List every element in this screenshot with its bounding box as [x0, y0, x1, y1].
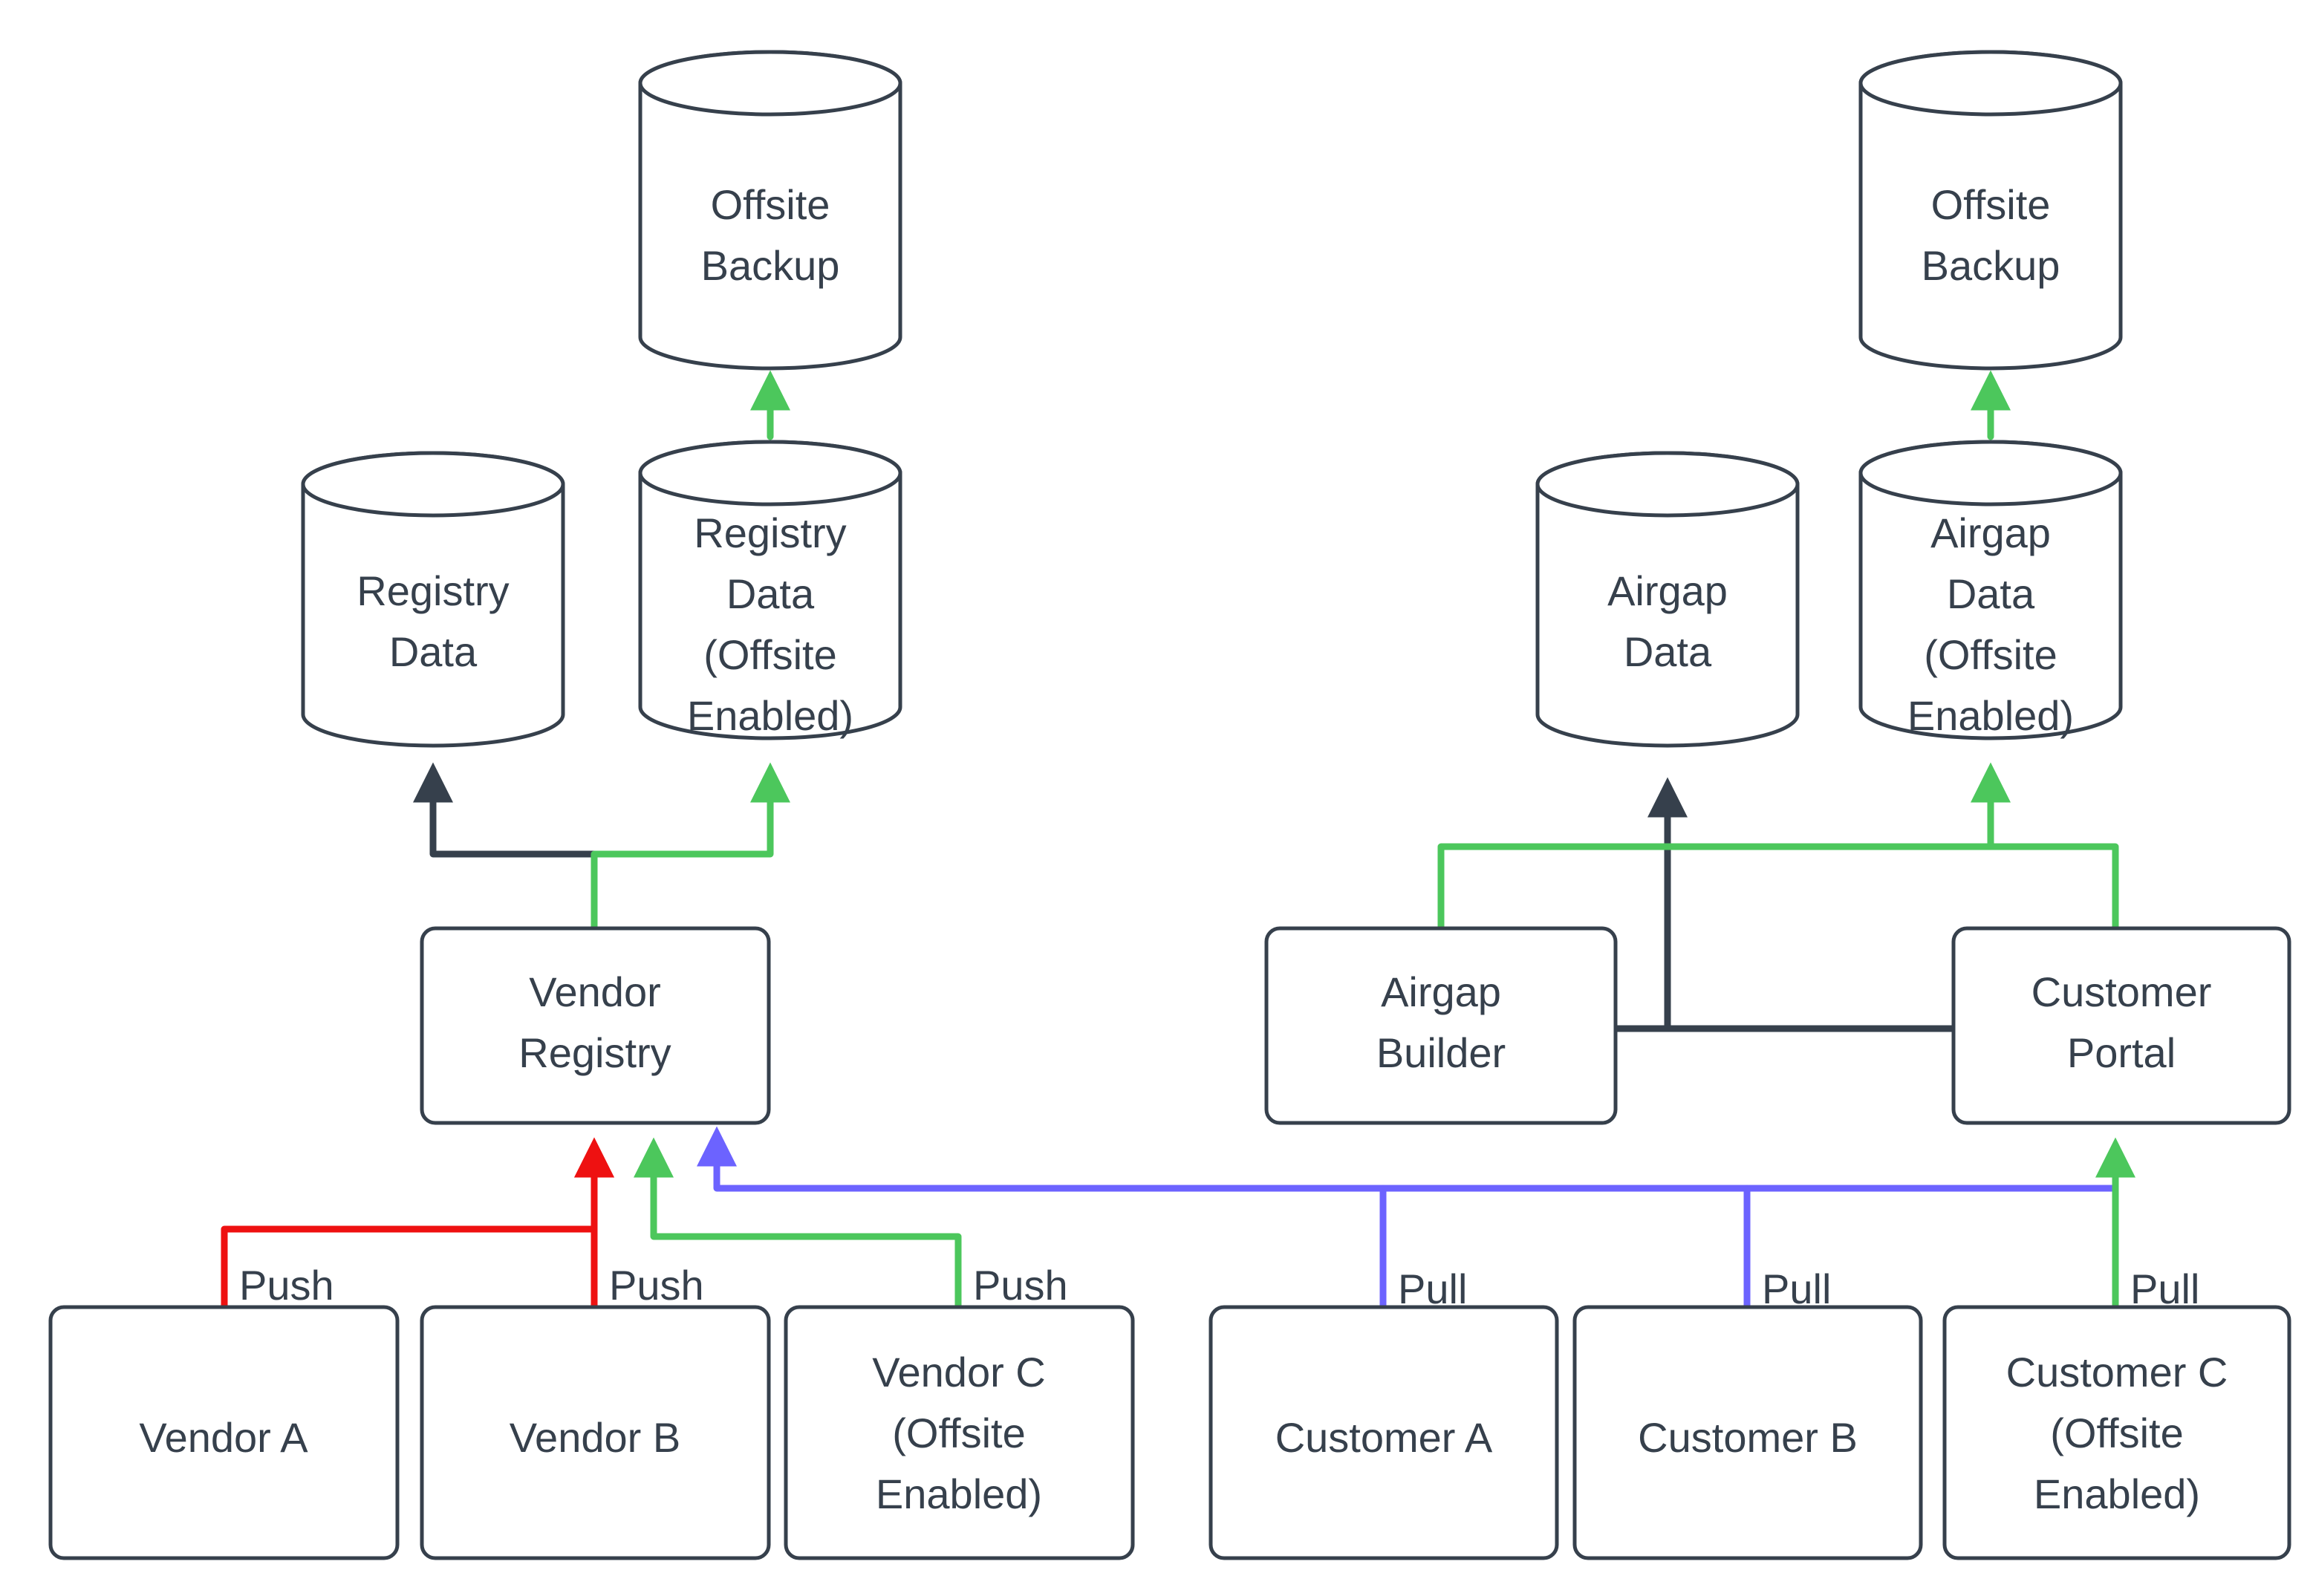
- node-customer-portal: Customer Portal: [1951, 926, 2291, 1125]
- node-airgap-data-offsite: Airgap Data (Offsite Enabled): [1858, 440, 2123, 740]
- node-label-line: (Offsite: [2050, 1410, 2183, 1456]
- edge-label-vendor-a-push: Push: [239, 1262, 334, 1309]
- node-label-line: (Offsite: [892, 1410, 1025, 1456]
- node-label-line: Registry: [357, 567, 509, 614]
- node-label-line: Customer: [2031, 968, 2212, 1015]
- node-label-line: Vendor: [529, 968, 661, 1015]
- edge-customer-portal-to-vendor-registry: [697, 1126, 2119, 1192]
- edge-customer-portal-to-airgap-data: [1647, 777, 1957, 1032]
- node-label-line: Vendor C: [872, 1349, 1046, 1395]
- node-label-line: Airgap: [1607, 567, 1728, 614]
- edge-vendor-c-push: [634, 1137, 962, 1311]
- node-label-line: Builder: [1376, 1029, 1506, 1076]
- node-label-line: Airgap: [1381, 968, 1501, 1015]
- node-label-line: Customer A: [1275, 1414, 1493, 1461]
- edge-label-customer-c-pull: Pull: [2130, 1266, 2199, 1312]
- node-label-line: Enabled): [876, 1470, 1042, 1517]
- node-offsite-backup-right: Offsite Backup: [1858, 50, 2123, 371]
- node-customer-c: Customer C (Offsite Enabled): [1942, 1305, 2291, 1560]
- edge-customer-portal-to-airgap-data-offsite: [1987, 843, 2119, 932]
- node-label-line: Portal: [2067, 1029, 2176, 1076]
- node-label-line: Backup: [1922, 242, 2060, 289]
- node-label-line: Enabled): [1907, 692, 2074, 739]
- node-airgap-data: Airgap Data: [1535, 451, 1800, 748]
- edge-label-customer-a-pull: Pull: [1398, 1266, 1467, 1312]
- edge-airgap-builder-to-airgap-data-offsite: [1437, 762, 2011, 932]
- node-vendor-b: Vendor B: [420, 1305, 771, 1560]
- node-label-line: Offsite: [1931, 181, 2051, 228]
- node-label-line: Vendor A: [139, 1414, 308, 1461]
- node-label-line: Data: [389, 628, 478, 675]
- node-label-line: Customer C: [2006, 1349, 2228, 1395]
- node-vendor-c: Vendor C (Offsite Enabled): [784, 1305, 1135, 1560]
- edge-label-vendor-c-push: Push: [973, 1262, 1068, 1309]
- node-label-line: Data: [726, 570, 815, 617]
- node-label-line: Registry: [518, 1029, 671, 1076]
- node-customer-b: Customer B: [1572, 1305, 1923, 1560]
- node-label-line: Customer B: [1638, 1414, 1858, 1461]
- node-label-line: Backup: [701, 242, 840, 289]
- node-label-line: Enabled): [2034, 1470, 2200, 1517]
- node-registry-data: Registry Data: [301, 451, 565, 748]
- node-offsite-backup-left: Offsite Backup: [638, 50, 902, 371]
- node-vendor-a: Vendor A: [48, 1305, 400, 1560]
- node-label-line: Registry: [694, 509, 846, 556]
- node-label-line: (Offsite: [1924, 631, 2057, 678]
- node-label-line: Data: [1624, 628, 1712, 675]
- edge-label-customer-b-pull: Pull: [1762, 1266, 1831, 1312]
- node-customer-a: Customer A: [1208, 1305, 1559, 1560]
- node-airgap-builder: Airgap Builder: [1264, 926, 1618, 1125]
- node-label-line: (Offsite: [703, 631, 836, 678]
- edge-vendor-registry-to-registry-data: [413, 762, 598, 932]
- edge-vendor-registry-to-registry-data-offsite: [591, 762, 790, 932]
- node-vendor-registry: Vendor Registry: [420, 926, 771, 1125]
- node-label-line: Data: [1947, 570, 2035, 617]
- edge-label-vendor-b-push: Push: [609, 1262, 704, 1309]
- node-label-line: Enabled): [687, 692, 853, 739]
- node-label-line: Offsite: [711, 181, 830, 228]
- node-label-line: Airgap: [1930, 509, 2051, 556]
- node-registry-data-offsite: Registry Data (Offsite Enabled): [638, 440, 902, 740]
- node-label-line: Vendor B: [510, 1414, 680, 1461]
